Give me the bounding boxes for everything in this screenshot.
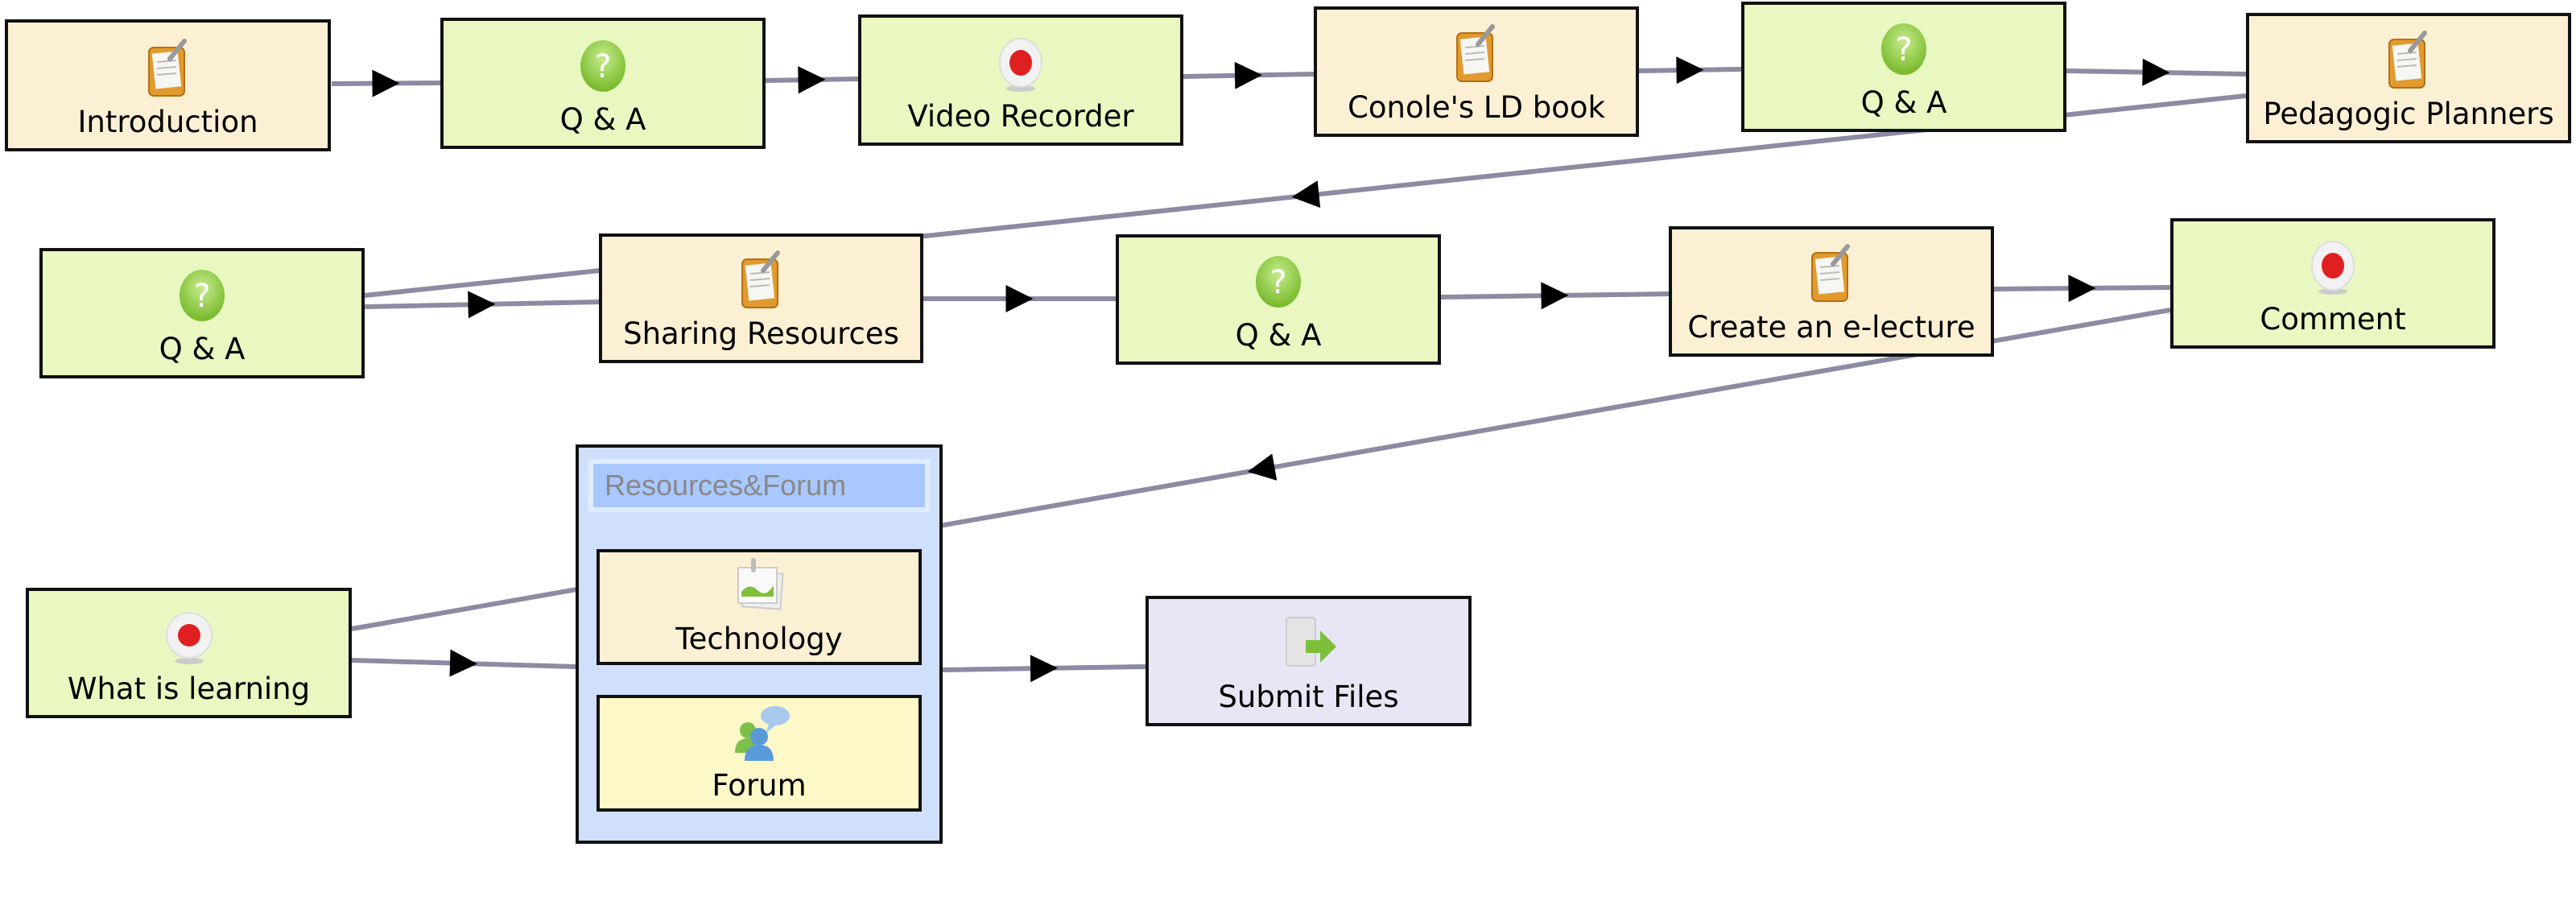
node-video-recorder[interactable]: Video Recorder [858, 14, 1183, 146]
arrowhead-icon [468, 291, 496, 319]
forum-users-icon [735, 706, 790, 761]
node-qa-2[interactable]: ? Q & A [1741, 2, 2066, 132]
node-conoles-ld-book[interactable]: Conole's LD book [1314, 6, 1639, 137]
node-label: Forum [712, 768, 807, 803]
node-pedagogic-planners[interactable]: Pedagogic Planners [2246, 13, 2571, 143]
arrowhead-icon [1676, 56, 1704, 85]
node-label: Pedagogic Planners [2263, 97, 2554, 131]
node-introduction[interactable]: Introduction [5, 19, 331, 151]
webcam-record-icon [165, 612, 213, 664]
notepad-icon [1456, 24, 1495, 82]
arrowhead-icon [1005, 285, 1034, 312]
webcam-record-icon [999, 38, 1042, 92]
arrowhead-icon [1247, 453, 1278, 481]
arrowhead-icon [1541, 282, 1569, 310]
node-qa-1[interactable]: ? Q & A [440, 18, 766, 149]
node-label: Q & A [1235, 318, 1322, 353]
node-what-is-learning[interactable]: What is learning [26, 588, 352, 718]
node-label: Q & A [559, 102, 646, 137]
arrowhead-icon [1291, 180, 1321, 209]
node-label: Create an e-lecture [1687, 310, 1975, 345]
node-label: Comment [2260, 302, 2406, 337]
webcam-record-icon [2311, 241, 2355, 295]
image-gallery-icon [737, 558, 784, 610]
question-icon: ? [180, 270, 225, 321]
arrowhead-icon [1030, 655, 1058, 683]
group-title: Resources&Forum [593, 464, 925, 507]
arrowhead-icon [2068, 275, 2096, 303]
node-technology[interactable]: Technology [597, 549, 922, 665]
node-create-an-e-lecture[interactable]: Create an e-lecture [1669, 226, 1994, 357]
node-label: Video Recorder [907, 99, 1134, 134]
question-icon: ? [580, 40, 625, 92]
notepad-icon [2388, 31, 2427, 89]
node-sharing-resources[interactable]: Sharing Resources [599, 233, 923, 363]
svg-text:?: ? [1269, 264, 1286, 301]
node-label: Introduction [77, 105, 258, 139]
notepad-icon [741, 250, 780, 308]
node-qa-3[interactable]: ? Q & A [39, 248, 365, 378]
node-label: Q & A [159, 332, 246, 366]
node-submit-files[interactable]: Submit Files [1146, 596, 1472, 726]
node-label: What is learning [67, 672, 311, 706]
node-forum[interactable]: Forum [597, 695, 922, 812]
node-label: Submit Files [1218, 680, 1399, 714]
svg-text:?: ? [594, 48, 611, 85]
node-comment[interactable]: Comment [2170, 218, 2496, 349]
node-label: Sharing Resources [623, 316, 899, 351]
node-qa-4[interactable]: ? Q & A [1116, 234, 1441, 365]
node-label: Q & A [1860, 85, 1947, 120]
svg-text:?: ? [193, 278, 210, 315]
arrowhead-icon [798, 66, 826, 94]
submit-files-icon [1285, 617, 1336, 667]
arrowhead-icon [372, 69, 400, 97]
node-label: Conole's LD book [1348, 90, 1605, 125]
node-label: Technology [675, 622, 843, 656]
arrowhead-icon [2142, 58, 2170, 86]
svg-text:?: ? [1895, 31, 1912, 68]
arrowhead-icon [449, 649, 477, 677]
group-header[interactable]: Resources&Forum [588, 459, 930, 512]
notepad-icon [147, 39, 187, 97]
question-icon: ? [1881, 23, 1926, 75]
notepad-icon [1811, 244, 1850, 302]
arrowhead-icon [1234, 61, 1262, 89]
question-icon: ? [1256, 256, 1301, 308]
